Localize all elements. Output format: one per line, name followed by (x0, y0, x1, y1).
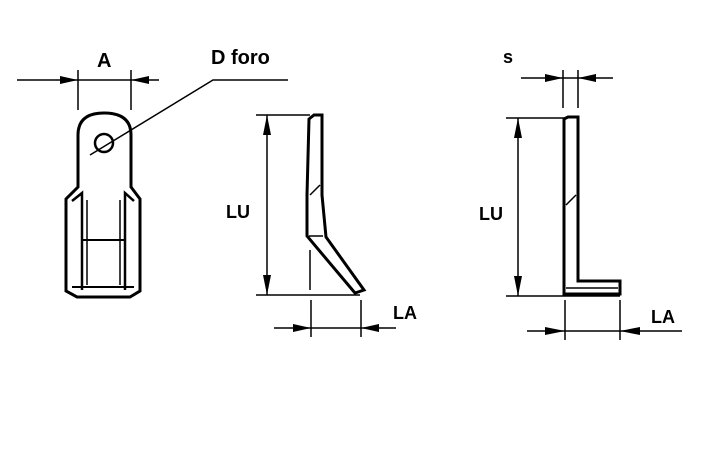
dimension-la-1: LA (274, 300, 417, 337)
label-lu-2: LU (479, 204, 503, 224)
label-s: s (503, 47, 513, 67)
dimension-lu-1: LU (226, 114, 360, 296)
front-view-outline (64, 111, 142, 299)
dimension-lu-2: LU (479, 117, 620, 297)
dimension-a: A (17, 50, 159, 110)
l-blade-outline (562, 115, 622, 296)
label-lu-1: LU (226, 202, 250, 222)
label-la-2: LA (651, 307, 675, 327)
front-view (64, 79, 288, 299)
hole-leader-line (89, 79, 288, 156)
bent-blade-outline (305, 113, 367, 295)
label-a: A (97, 50, 111, 72)
side-view-l (562, 115, 622, 296)
label-d-foro: D foro (211, 47, 270, 69)
hole-circle (93, 132, 115, 154)
front-view-inner-right (123, 190, 135, 290)
dimension-la-2: LA (527, 300, 682, 340)
label-la-1: LA (393, 303, 417, 323)
dimension-s: s (503, 47, 613, 108)
side-view-bent (305, 113, 367, 295)
front-view-inner-left (71, 190, 84, 290)
